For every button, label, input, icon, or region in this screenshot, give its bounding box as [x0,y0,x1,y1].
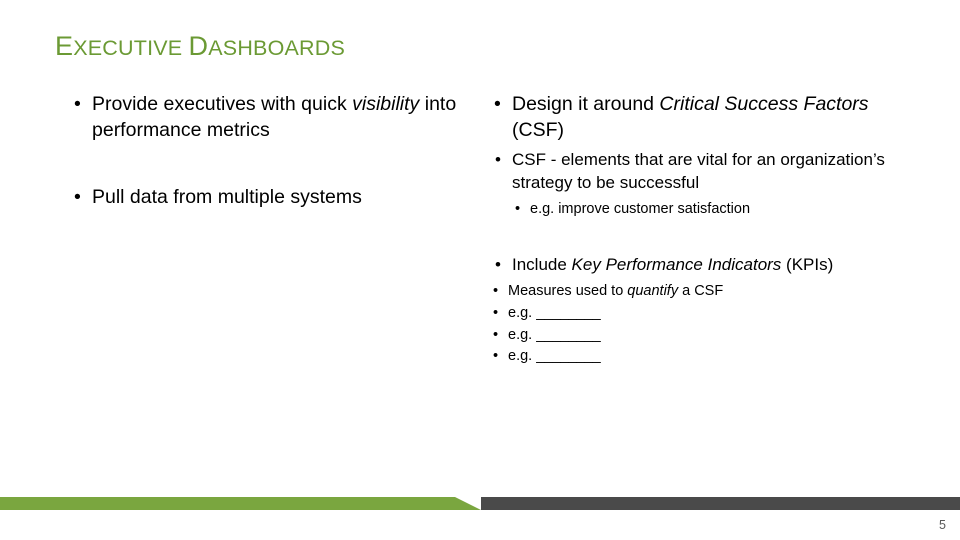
list-item: Measures used to quantify a CSF [490,281,910,303]
footer-accent-bar-green-tip [455,497,481,510]
bullet-text-post: (KPIs) [781,255,834,275]
footer-accent-bar-green [0,497,455,510]
bullet-text-pre: Design it around [512,93,660,115]
sub-sub-bullet-text-pre: e.g. ________ [508,348,601,365]
right-sublist-1: CSF - elements that are vital for an org… [490,149,910,220]
sub-sub-bullet-text-pre: e.g. ________ [508,326,601,343]
sub-sub-bullet-text-pre: e.g. ________ [508,304,601,321]
bullet-text-post: into performance metrics [92,93,457,141]
sub-sub-bullet-text: e.g. improve customer satisfaction [530,200,751,217]
right-spacer [490,220,910,248]
list-item: Provide executives with quick visibility… [70,92,485,143]
sub-sub-bullet-text-post: a CSF [678,283,724,300]
list-item: e.g. ________ [490,346,910,368]
bullet-text-italic: Critical Success Factors [659,93,869,115]
bullet-text-pre: Include [512,255,572,275]
list-item: Pull data from multiple systems [70,185,485,211]
page-number: 5 [939,518,946,532]
title-word1-rest: XECUTIVE [73,36,183,60]
left-column: Provide executives with quick visibility… [70,92,485,211]
list-item: CSF - elements that are vital for an org… [490,149,910,220]
bullet-text-pre: Provide executives with quick [92,93,353,115]
list-item: e.g. ________ [490,325,910,347]
right-column: Design it around Critical Success Factor… [490,92,910,368]
footer-accent-bar-gray [481,497,960,510]
left-bullet-list-2: Pull data from multiple systems [70,185,485,211]
list-item: Include Key Performance Indicators (KPIs… [490,254,910,277]
bullet-text-pre: Pull data from multiple systems [92,186,362,209]
right-bullet-list-1: Design it around Critical Success Factor… [490,92,910,143]
list-item: e.g. improve customer satisfaction [512,199,910,221]
bullet-text-italic: Key Performance Indicators [571,255,782,275]
right-sublist-2: Measures used to quantify a CSF e.g. ___… [490,281,910,368]
right-bullet-list-2: Include Key Performance Indicators (KPIs… [490,254,910,277]
title-word2-initial: D [188,31,209,61]
bullet-text-post: (CSF) [512,118,564,141]
right-sublist-1-eg: e.g. improve customer satisfaction [512,199,910,221]
sub-sub-bullet-text-italic: quantify [627,283,679,300]
title-word2-rest: ASHBOARDS [208,36,346,60]
list-item: Design it around Critical Success Factor… [490,92,910,143]
sub-bullet-text: CSF - elements that are vital for an org… [512,150,885,193]
sub-sub-bullet-text-pre: Measures used to [508,283,628,300]
left-spacer [70,143,485,185]
bullet-text-italic: visibility [352,93,420,115]
page-title: EXECUTIVE DASHBOARDS [55,31,345,62]
left-bullet-list: Provide executives with quick visibility… [70,92,485,143]
title-word1-initial: E [55,31,74,61]
list-item: e.g. ________ [490,303,910,325]
